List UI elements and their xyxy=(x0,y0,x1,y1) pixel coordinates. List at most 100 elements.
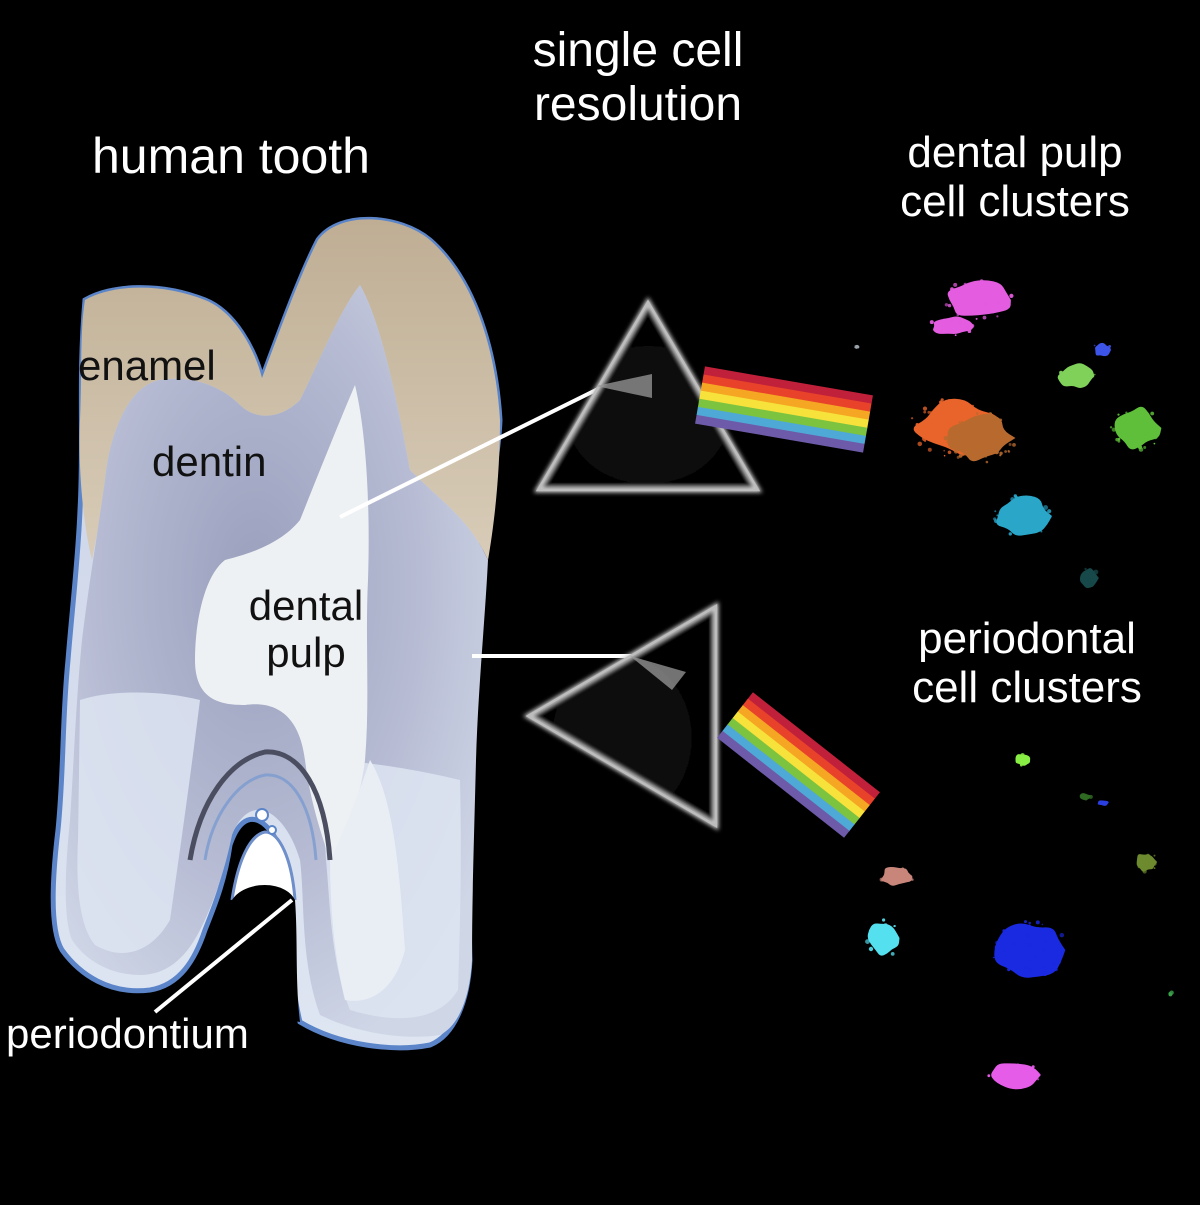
periodontal-cluster-blue-cell xyxy=(1050,970,1053,973)
pulp-cluster-magenta-tail-cell xyxy=(957,320,963,325)
pulp-cluster-orange-cell xyxy=(917,441,923,447)
periodontal-cluster-magenta-cell xyxy=(1016,1079,1019,1082)
pulp-cluster-orange-cell xyxy=(949,400,953,404)
periodontal-cluster-blue-cell xyxy=(1027,968,1032,973)
periodontal-cluster-magenta-cell xyxy=(1023,1071,1027,1076)
pulp-cluster-orange-cell xyxy=(947,450,952,455)
pulp-cluster-teal-cell xyxy=(1021,496,1027,501)
pulp-cluster-brown-cell xyxy=(990,421,993,424)
spectrum-lower-band-1 xyxy=(747,692,880,800)
pulp-cluster-orange-cell xyxy=(915,423,919,427)
periodontal-cluster-blue-cell xyxy=(995,941,999,945)
pulp-cluster-green-cell xyxy=(1117,413,1120,416)
spectrum-upper-band-5 xyxy=(697,398,868,437)
pulp-cluster-lightgreen-cell xyxy=(1069,375,1073,379)
periodontal-cluster-pink-cell xyxy=(887,869,891,873)
periodontal-cluster-blue-cell xyxy=(1016,929,1019,932)
pulp-cluster-lightgreen-cell xyxy=(1082,371,1086,376)
pulp-cluster-magenta-tail-cell xyxy=(942,318,946,322)
periodontal-cluster-blue-small-cell xyxy=(1101,800,1104,803)
periodontal-cluster-pink-cell xyxy=(884,872,889,877)
pulp-cluster-magenta-tail-shape xyxy=(933,316,974,334)
pulp-cluster-magenta-cell xyxy=(963,282,967,286)
periodontal-cluster-cyan-cell xyxy=(881,944,884,947)
pulp-cluster-teal-cell xyxy=(1031,501,1034,504)
pulp-cluster-orange-cell xyxy=(923,410,927,414)
periodontal-cluster-blue-small xyxy=(1097,800,1109,806)
pulp-cluster-brown-cell xyxy=(958,444,963,450)
pulp-cluster-orange-cell xyxy=(955,420,959,424)
periodontal-cluster-blue-cell xyxy=(1051,961,1056,966)
periodontal-cluster-magenta-cell xyxy=(1013,1084,1016,1087)
dental-pulp-label: dental pulp xyxy=(222,582,390,676)
pulp-cluster-darkteal-cell xyxy=(1084,567,1087,571)
pulp-cluster-green-cell xyxy=(1130,424,1134,428)
prism-lower xyxy=(523,601,880,838)
pulp-cluster-magenta-tail-cell xyxy=(969,323,975,329)
pulp-cluster-teal-cell xyxy=(1033,516,1038,521)
periodontal-cluster-blue-cell xyxy=(1059,933,1065,938)
pulp-cluster-green-cell xyxy=(1121,427,1124,430)
periodontal-cluster-magenta-cell xyxy=(1034,1078,1036,1080)
pulp-cluster-magenta-cell xyxy=(996,315,999,318)
periodontium-label: periodontium xyxy=(6,1010,249,1057)
periodontal-cluster-olive-cell xyxy=(1153,867,1156,869)
pulp-clusters-title: dental pulp cell clusters xyxy=(860,128,1170,227)
periodontal-cluster-darkgreen-shape xyxy=(1079,793,1091,801)
pulp-cluster-darkteal-cell xyxy=(1089,582,1095,587)
periodontal-cluster-blue-cell xyxy=(1007,968,1011,972)
periodontal-cluster-speck-cell xyxy=(1168,992,1173,997)
dental-pulp-label-line2: pulp xyxy=(266,629,346,677)
periodontal-cluster-blue-cell xyxy=(1035,960,1040,965)
pointer-line-periodontium xyxy=(153,898,294,1014)
periodontal-cluster-blue xyxy=(992,920,1066,978)
pulp-cluster-teal-cell xyxy=(1019,503,1024,509)
pulp-cluster-orange-cell xyxy=(922,406,928,411)
pulp-cluster-brown-cell xyxy=(943,436,949,441)
periodontal-cluster-olive-cell xyxy=(1146,853,1150,858)
spectrum-lower-band-2 xyxy=(742,698,875,806)
pulp-cluster-orange-cell xyxy=(922,436,927,442)
dentin-label: dentin xyxy=(152,438,267,485)
pulp-cluster-magenta-cell xyxy=(983,301,988,306)
periodontal-cluster-blue-cell xyxy=(1035,920,1040,925)
pulp-cluster-teal-cell xyxy=(1015,500,1020,505)
pulp-cluster-teal-cell xyxy=(1043,505,1048,510)
periodontal-cluster-blue-cell xyxy=(1041,948,1046,952)
pulp-cluster-orange-cell xyxy=(939,400,943,404)
pulp-cluster-magenta-tail-cell xyxy=(954,334,957,337)
pulp-cluster-magenta-cell xyxy=(985,296,989,299)
periodontal-cluster-blue-cell xyxy=(1043,966,1046,969)
periodontal-cluster-blue-cell xyxy=(1004,948,1010,953)
pulp-cluster-green-cell xyxy=(1120,431,1125,437)
pulp-cluster-teal-cell xyxy=(1047,509,1052,514)
periodontal-cluster-pink-cell xyxy=(911,878,914,881)
pulp-cluster-magenta-tail-cell xyxy=(966,325,971,330)
pulp-cluster-brown-cell xyxy=(988,412,993,417)
pulp-cluster-green-cell xyxy=(1157,430,1160,433)
periodontal-cluster-magenta-cell xyxy=(1016,1063,1020,1067)
pulp-cluster-brown-cell xyxy=(958,454,963,458)
pulp-cluster-plot xyxy=(854,279,1162,589)
pulp-cluster-orange-cell xyxy=(927,410,931,414)
pulp-cluster-teal-cell xyxy=(994,510,997,513)
periodontal-cluster-blue-cell xyxy=(1008,958,1012,962)
periodontal-cluster-magenta-cell xyxy=(1026,1069,1029,1072)
periodontal-cluster-cyan-shape xyxy=(867,923,900,956)
pulp-cluster-magenta-cell xyxy=(961,297,965,300)
pulp-cluster-lightgreen-cell xyxy=(1086,379,1090,382)
spectrum-lower-band-3 xyxy=(737,705,870,813)
periodontal-cluster-cyan-cell xyxy=(883,923,888,927)
pulp-cluster-teal-cell xyxy=(1029,530,1032,533)
periodontal-cluster-magenta-cell xyxy=(1020,1080,1025,1085)
pulp-cluster-magenta-cell xyxy=(969,312,973,315)
pulp-cluster-blue xyxy=(1093,342,1111,357)
pulp-cluster-magenta-shape xyxy=(947,280,1011,316)
periodontal-cluster-blue-cell xyxy=(1041,923,1044,926)
pulp-cluster-teal-cell xyxy=(1047,514,1052,519)
pulp-cluster-darkteal-cell xyxy=(1092,570,1095,574)
periodontal-cluster-lightgreen xyxy=(1015,753,1031,767)
pulp-cluster-brown-cell xyxy=(985,460,989,464)
spectrum-upper-band-3 xyxy=(700,382,871,421)
pulp-cluster-teal-cell xyxy=(1025,523,1030,528)
